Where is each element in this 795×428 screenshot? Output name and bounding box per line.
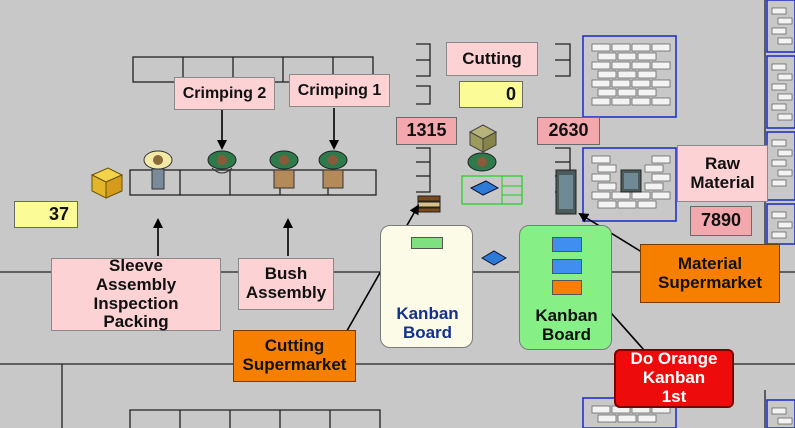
kanban-card-blue[interactable] [552,237,582,252]
cutting-label: Cutting [446,42,538,76]
kanban-board-left-label: Kanban Board [381,304,474,344]
crimping1-label: Crimping 1 [289,74,390,107]
inventory-1315: 1315 [396,117,457,145]
kanban-board-right[interactable]: Kanban Board [519,225,612,350]
stack-icon [418,196,440,212]
left-count: 37 [14,201,78,228]
inventory-2630: 2630 [537,117,600,145]
material-supermarket-callout: Material Supermarket [640,244,780,303]
bush-assembly-label: Bush Assembly [238,258,334,310]
kanban-card[interactable] [411,237,443,249]
kanban-board-right-label: Kanban Board [520,306,613,346]
crimping2-label: Crimping 2 [174,77,275,110]
do-orange-kanban-alert: Do Orange Kanban 1st [614,349,734,408]
sleeve-assembly-label: Sleeve Assembly Inspection Packing [51,258,221,331]
kanban-board-left[interactable]: Kanban Board [380,225,473,348]
cutting-supermarket-callout: Cutting Supermarket [233,330,356,382]
cutting-count: 0 [459,81,523,108]
raw-material-label: Raw Material [677,145,768,202]
kanban-card-orange[interactable] [552,280,582,295]
inventory-7890: 7890 [690,206,752,236]
kanban-card-blue[interactable] [552,259,582,274]
